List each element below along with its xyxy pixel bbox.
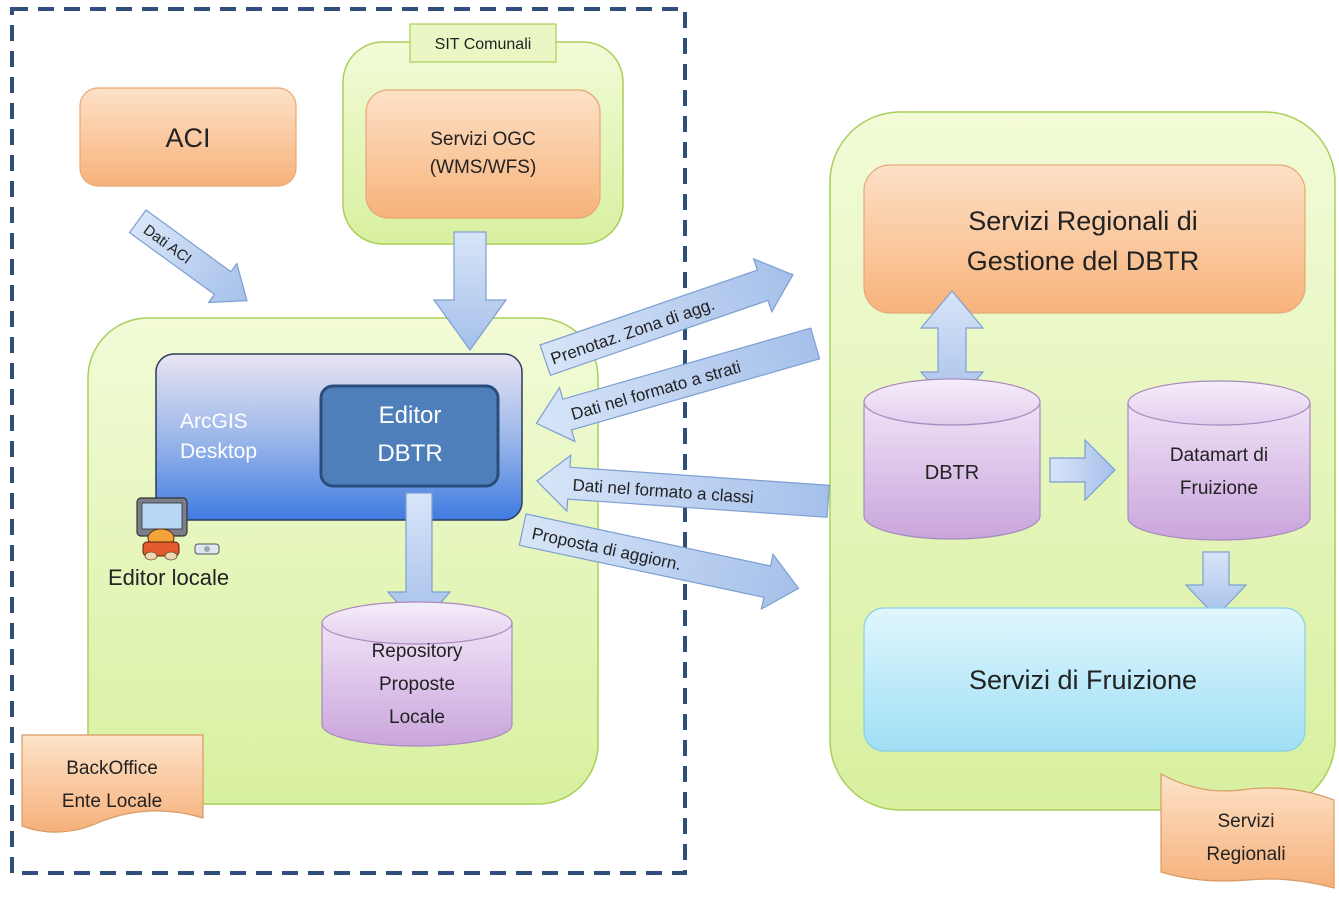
servizi-fruizione-label: Servizi di Fruizione: [969, 665, 1197, 695]
repository-cylinder: [321, 601, 513, 747]
servizi-fruizione-box: [863, 607, 1306, 752]
servizi-ogc-box: [365, 89, 601, 219]
dbtr-cylinder: [863, 378, 1041, 540]
sit-comunali-label: SIT Comunali: [435, 36, 532, 53]
editor-locale-label: Editor locale: [108, 565, 229, 590]
arrow-ogc-down: [432, 231, 508, 352]
editor-locale-icon: [136, 497, 220, 561]
servizi-ogc-label: Servizi OGC(WMS/WFS): [430, 129, 537, 178]
backoffice-tag: [21, 734, 204, 833]
servizi-regionali-tag: [1160, 772, 1335, 889]
arrow-dati-aci: Dati ACI: [128, 209, 248, 304]
arrow-datamart-to-fruizione: [1184, 551, 1248, 618]
arrow-dati-classi: Dati nel formato a classi: [535, 453, 830, 518]
dbtr-label: DBTR: [925, 462, 979, 484]
aci-label: ACI: [165, 123, 210, 153]
sit-comunali-label-box: [409, 23, 557, 63]
editor-dbtr-box: [319, 384, 500, 488]
backoffice-boundary: [10, 7, 687, 875]
arrow-dbtr-to-datamart: [1049, 438, 1116, 502]
aci-box: [79, 87, 297, 187]
datamart-cylinder: [1127, 380, 1311, 541]
gestione-dbtr-box: [863, 164, 1306, 314]
